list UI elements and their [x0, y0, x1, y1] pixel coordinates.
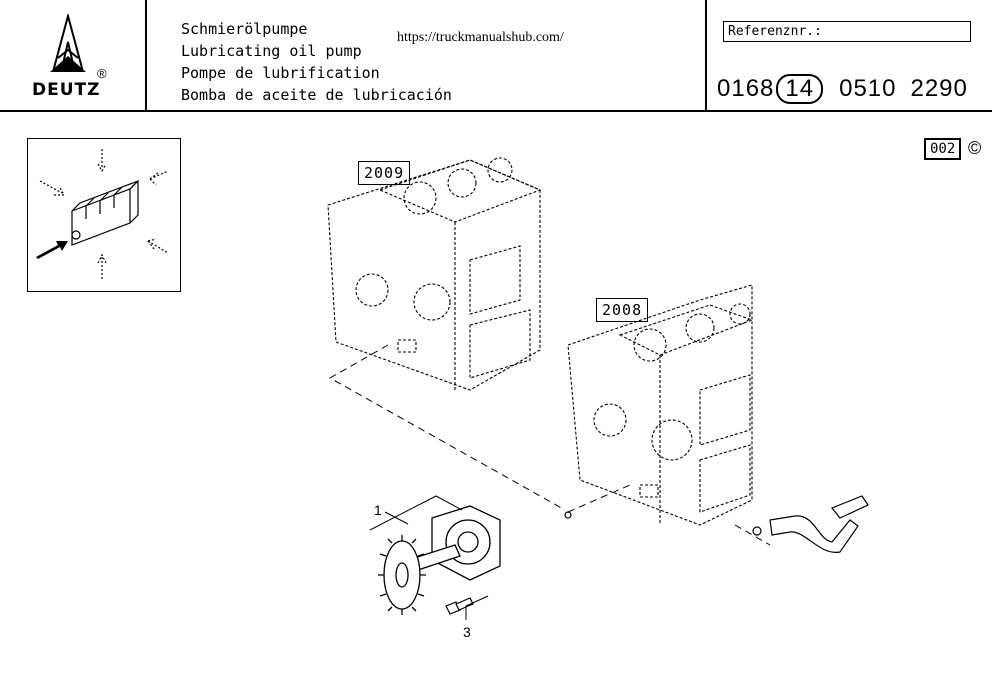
bolt: [445, 597, 474, 615]
title-es: Bomba de aceite de lubricación: [181, 86, 452, 104]
deutz-logo: DEUTZ ®: [0, 0, 147, 110]
copyright-mark: ©: [968, 138, 982, 158]
registered-mark: ®: [97, 66, 107, 81]
title-en: Lubricating oil pump: [181, 42, 362, 60]
source-url[interactable]: https://truckmanualshub.com/: [397, 30, 564, 45]
block-label-2008: 2008: [596, 298, 649, 322]
engine-block-2009: [327, 159, 541, 391]
title-fr: Pompe de lubrification: [181, 64, 380, 82]
ref-part3: 2290: [910, 75, 968, 102]
part-number-3: 3: [463, 624, 471, 640]
block-label-2009: 2009: [358, 161, 411, 185]
ref-prefix: 0168: [717, 75, 775, 102]
part-number-1: 1: [374, 502, 382, 518]
title-block: Schmierölpumpe Lubricating oil pump Pomp…: [181, 18, 452, 106]
suction-pipe: [752, 495, 869, 553]
title-de: Schmierölpumpe: [181, 20, 308, 38]
orientation-inset: [27, 138, 181, 292]
oil-pump: [407, 505, 501, 581]
engine-orientation-icon: [36, 149, 169, 279]
ref-part2: 0510: [839, 75, 897, 102]
reference-field: Referenznr.:: [723, 21, 971, 42]
drive-gear: [378, 535, 426, 615]
ref-circled-group: 14: [776, 74, 824, 104]
seal-ring: [564, 511, 572, 519]
page-badge: 002: [924, 138, 962, 160]
deutz-flame-icon: [50, 14, 86, 72]
brand-name: DEUTZ: [32, 80, 101, 100]
header-bar: DEUTZ ® Schmierölpumpe Lubricating oil p…: [0, 0, 992, 112]
